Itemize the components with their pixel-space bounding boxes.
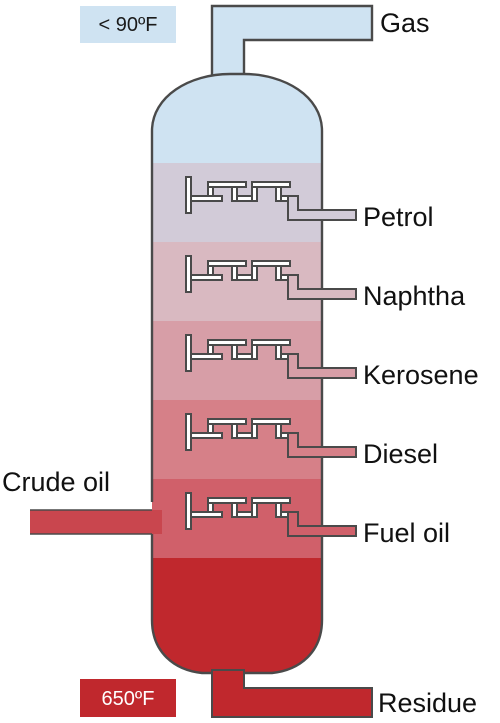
gas-zone (152, 74, 322, 164)
bottom-temperature-box (80, 679, 176, 717)
fraction-zone-kerosene (152, 321, 322, 400)
residue-label: Residue (378, 688, 477, 718)
tray-petrol (185, 176, 357, 221)
tray-fuel-oil (185, 492, 357, 537)
outlet-pipe-diesel (287, 432, 357, 458)
fraction-zone-petrol (152, 163, 322, 242)
gas-outlet-pipe (210, 4, 374, 80)
fraction-label-kerosene: Kerosene (363, 360, 479, 390)
tray-diesel (185, 413, 357, 458)
outlet-pipe-kerosene (287, 353, 357, 379)
fraction-zone-fuel-oil (152, 479, 322, 558)
outlet-pipe-fuel-oil (287, 511, 357, 537)
outlet-pipe-petrol (287, 195, 357, 221)
gas-label: Gas (380, 8, 430, 38)
crude-oil-label: Crude oil (2, 467, 110, 497)
crude-oil-inlet-pipe (30, 510, 162, 534)
residue-outlet-pipe (211, 669, 373, 718)
fraction-label-petrol: Petrol (363, 202, 434, 232)
tray-naphtha (185, 255, 357, 300)
fraction-zone-naphtha (152, 242, 322, 321)
column-zones (152, 74, 322, 715)
fraction-label-naphtha: Naphtha (363, 281, 466, 311)
top-temperature-box (80, 6, 176, 43)
tray-kerosene (185, 334, 357, 379)
column-outline (150, 72, 324, 675)
fraction-label-diesel: Diesel (363, 439, 438, 469)
outlet-pipe-naphtha (287, 274, 357, 300)
fraction-label-fuel-oil: Fuel oil (363, 518, 450, 548)
bottom-temperature-label: 650ºF (102, 688, 155, 710)
top-temperature-label: < 90ºF (98, 14, 157, 36)
fraction-zone-diesel (152, 400, 322, 479)
